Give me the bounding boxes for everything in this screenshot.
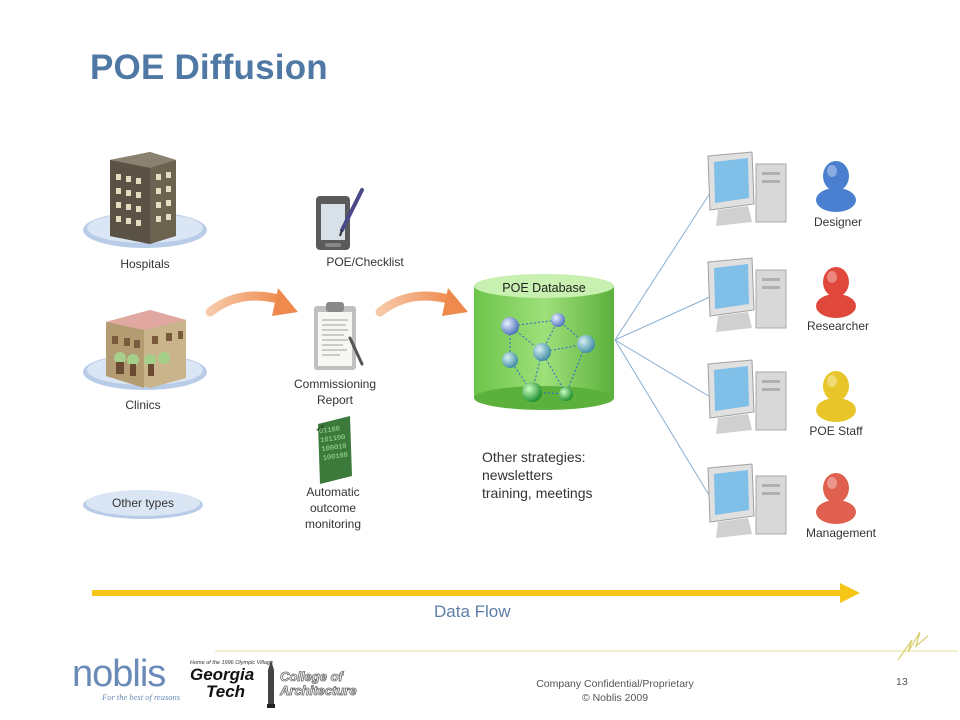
strategies-line-2: newsletters <box>482 467 553 483</box>
management-person-icon <box>812 468 860 524</box>
computer-management <box>704 462 788 542</box>
computer-researcher <box>704 256 788 336</box>
other-types-label: Other types <box>111 496 175 510</box>
noblis-tagline: For the best of reasons <box>102 692 181 702</box>
researcher-label: Researcher <box>806 319 870 333</box>
page-title: POE Diffusion <box>90 48 328 87</box>
data-flow-arrow <box>92 583 860 603</box>
flow-arrow-2 <box>375 288 468 317</box>
hospitals-label: Hospitals <box>120 257 170 271</box>
flow-arrow-1 <box>205 288 298 317</box>
auto-line-1: Automatic <box>306 485 360 499</box>
clinic-building-icon <box>80 300 210 395</box>
gt-line-2: Tech <box>206 682 246 701</box>
noblis-logo: noblis For the best of reasons <box>72 654 180 702</box>
confidential-text: Company Confidential/Proprietary <box>536 678 694 690</box>
page-number: 13 <box>896 676 908 688</box>
other-strategies-note: Other strategies: newsletters training, … <box>482 448 632 502</box>
computer-designer <box>704 150 788 230</box>
footer-confidential: Company Confidential/Proprietary © Nobli… <box>510 677 720 705</box>
commissioning-line-2: Report <box>316 393 354 407</box>
noblis-wordmark: noblis <box>72 653 166 695</box>
strategies-line-3: training, meetings <box>482 485 593 501</box>
other-types-pill: Other types <box>82 486 204 520</box>
distribution-lines <box>614 189 713 501</box>
commissioning-line-1: Commissioning <box>293 377 377 391</box>
designer-label: Designer <box>813 215 863 229</box>
college-of-architecture-logo: College of Architecture <box>280 669 357 698</box>
strategies-line-1: Other strategies: <box>482 449 586 465</box>
computer-poe-staff <box>704 358 788 438</box>
gt-line-1: Georgia <box>190 665 255 684</box>
auto-line-3: monitoring <box>304 517 362 531</box>
designer-person-icon <box>812 156 860 212</box>
poe-database-cylinder: POE Database <box>470 272 618 412</box>
gt-small-text: Home of the 1996 Olympic Village <box>190 660 274 666</box>
clinics-label: Clinics <box>125 398 161 412</box>
poe-staff-person-icon <box>812 366 860 422</box>
researcher-person-icon <box>812 262 860 318</box>
poe-staff-label: POE Staff <box>809 424 863 438</box>
copyright-text: © Noblis 2009 <box>581 692 649 704</box>
management-label: Management <box>805 526 877 540</box>
hospital-building-icon <box>80 148 210 253</box>
binary-text: 01100 101100 100010 100100 <box>319 424 354 464</box>
gt-tower-icon <box>264 660 278 708</box>
commissioning-label: Commissioning Report <box>280 376 390 408</box>
data-flow-label: Data Flow <box>434 602 511 621</box>
pda-stylus-icon <box>312 186 366 254</box>
auto-line-2: outcome <box>309 501 357 515</box>
coa-line-2: Architecture <box>280 683 357 698</box>
poe-database-label: POE Database <box>502 281 586 295</box>
georgia-tech-logo: Home of the 1996 Olympic Village Georgia… <box>190 660 273 700</box>
signature-mark <box>897 631 929 661</box>
checklist-label: POE/Checklist <box>326 255 404 269</box>
automatic-monitoring-label: Automatic outcome monitoring <box>280 484 386 532</box>
clipboard-icon <box>310 298 366 374</box>
coa-line-1: College of <box>280 669 344 684</box>
